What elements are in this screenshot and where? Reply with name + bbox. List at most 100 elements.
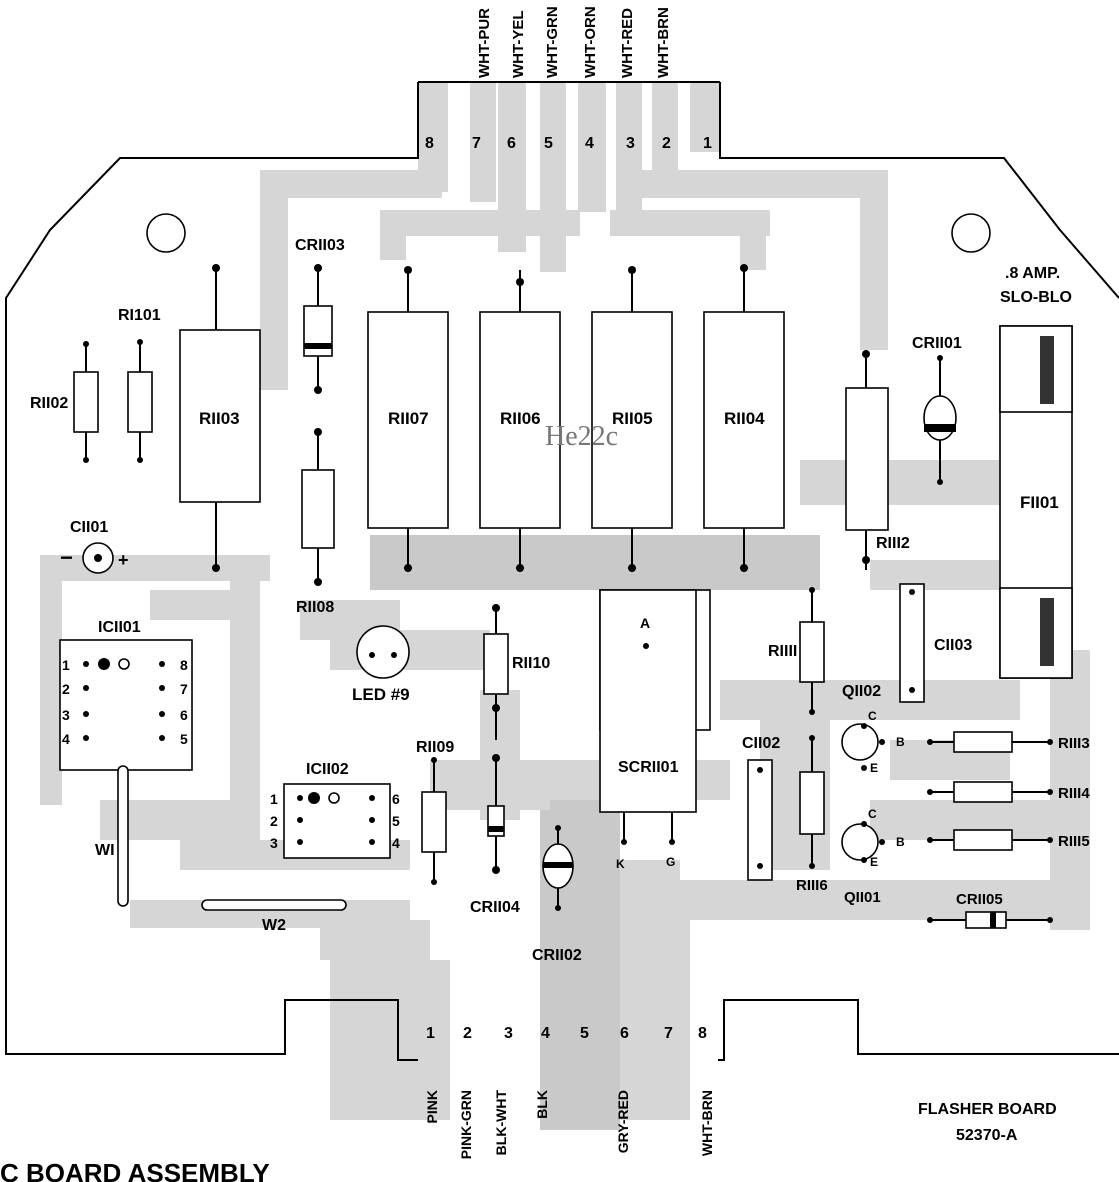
svg-text:7: 7 — [664, 1025, 673, 1042]
q1101-label: QII01 — [844, 889, 881, 906]
svg-text:4: 4 — [62, 731, 70, 747]
svg-text:GRY-RED: GRY-RED — [615, 1090, 631, 1153]
w2-label: W2 — [262, 917, 286, 934]
f1101-label: FII01 — [1020, 493, 1059, 512]
c1102-body — [747, 759, 773, 881]
caption: C BOARD ASSEMBLY — [0, 1158, 270, 1182]
svg-text:6: 6 — [392, 791, 400, 807]
r1105-label: RII05 — [612, 409, 653, 428]
svg-text:E: E — [870, 855, 878, 869]
r1113-label: RIII3 — [1058, 735, 1090, 752]
scr1101-label: SCRII01 — [618, 759, 679, 776]
r1114-label: RIII4 — [1058, 785, 1090, 802]
svg-text:7: 7 — [472, 135, 481, 152]
mounting-hole-left — [146, 213, 186, 253]
r1108-label: RII08 — [296, 599, 334, 616]
svg-text:WHT-BRN: WHT-BRN — [655, 7, 672, 78]
c1103-body — [899, 583, 925, 703]
r1110-label: RII10 — [512, 655, 550, 672]
r1106-label: RII06 — [500, 409, 541, 428]
svg-text:WHT-BRN: WHT-BRN — [699, 1090, 715, 1156]
svg-text:3: 3 — [504, 1025, 513, 1042]
svg-text:−: − — [60, 545, 73, 570]
svg-text:+: + — [118, 550, 129, 570]
cr1101-label: CRII01 — [912, 335, 962, 352]
svg-text:5: 5 — [544, 135, 553, 152]
svg-text:BLK-WHT: BLK-WHT — [493, 1090, 509, 1156]
svg-text:WHT-RED: WHT-RED — [619, 8, 636, 78]
svg-text:6: 6 — [620, 1025, 629, 1042]
top-connector-pins: 8 7 6 5 4 3 2 1 — [425, 135, 712, 152]
svg-text:4: 4 — [541, 1025, 550, 1042]
svg-text:2: 2 — [62, 681, 70, 697]
svg-text:1: 1 — [703, 135, 712, 152]
svg-text:7: 7 — [180, 681, 188, 697]
svg-text:C: C — [868, 807, 877, 821]
r1109-label: RII09 — [416, 739, 454, 756]
r1105-body — [591, 311, 673, 529]
svg-text:3: 3 — [626, 135, 635, 152]
svg-text:5: 5 — [180, 731, 188, 747]
svg-text:8: 8 — [180, 657, 188, 673]
ic1102-label: ICII02 — [306, 761, 349, 778]
svg-text:5: 5 — [392, 813, 400, 829]
cr1105-label: CRII05 — [956, 891, 1003, 908]
r1103-label: RII03 — [199, 409, 240, 428]
ic1101-label: ICII01 — [98, 619, 141, 636]
svg-text:5: 5 — [580, 1025, 589, 1042]
r1107-label: RII07 — [388, 409, 429, 428]
svg-text:1: 1 — [270, 791, 278, 807]
svg-text:6: 6 — [507, 135, 516, 152]
top-wire-colors: WHT-PUR WHT-YEL WHT-GRN WHT-ORN WHT-RED … — [476, 6, 672, 78]
svg-text:6: 6 — [180, 707, 188, 723]
svg-text:K: K — [616, 857, 625, 871]
led-label: LED #9 — [352, 685, 410, 704]
svg-text:2: 2 — [662, 135, 671, 152]
svg-text:PINK: PINK — [424, 1090, 440, 1123]
r1102-label: RII02 — [30, 395, 68, 412]
silk-text: He22c — [545, 421, 618, 452]
led-body — [356, 625, 410, 679]
r1115-label: RIII5 — [1058, 833, 1090, 850]
r1103-body — [179, 329, 261, 503]
c1101-label: CII01 — [70, 519, 108, 536]
svg-text:A: A — [640, 615, 650, 631]
fuse-rating-1: .8 AMP. — [1005, 265, 1060, 282]
q1101-body — [841, 823, 879, 861]
copper-traces — [40, 82, 1090, 1130]
svg-text:WHT-YEL: WHT-YEL — [510, 11, 527, 79]
cr1102-label: CRII02 — [532, 947, 582, 964]
bottom-wire-colors: PINK PINK-GRN BLK-WHT BLK GRY-RED WHT-BR… — [424, 1090, 715, 1160]
r1112-label: RIII2 — [876, 535, 910, 552]
r1104-body — [703, 311, 785, 529]
svg-text:BLK: BLK — [534, 1090, 550, 1119]
svg-text:WHT-PUR: WHT-PUR — [476, 8, 493, 78]
w1-label: WI — [95, 842, 115, 859]
q1102-label: QII02 — [842, 683, 881, 700]
board-number: 52370-A — [956, 1127, 1018, 1144]
svg-text:C: C — [868, 709, 877, 723]
scr1101-body — [599, 589, 697, 813]
q1102-body — [841, 723, 879, 761]
r1101-label: RI101 — [118, 307, 161, 324]
mounting-hole-right — [951, 213, 991, 253]
w2-jumper — [201, 899, 347, 911]
r1106-body — [479, 311, 561, 529]
fuse-rating-2: SLO-BLO — [1000, 289, 1072, 306]
ic1101-pads — [83, 658, 165, 741]
c1103-label: CII03 — [934, 637, 972, 654]
svg-text:8: 8 — [698, 1025, 707, 1042]
cr1104-label: CRII04 — [470, 899, 520, 916]
bottom-connector-pins: 1 2 3 4 5 6 7 8 — [426, 1025, 707, 1042]
svg-text:4: 4 — [392, 835, 400, 851]
svg-text:B: B — [896, 835, 905, 849]
r1104-label: RII04 — [724, 409, 765, 428]
svg-text:3: 3 — [270, 835, 278, 851]
c1102-label: CII02 — [742, 735, 780, 752]
r1116-label: RIII6 — [796, 877, 828, 894]
svg-text:2: 2 — [463, 1025, 472, 1042]
w1-jumper — [117, 765, 129, 907]
r1107-body — [367, 311, 449, 529]
board-outline — [5, 82, 419, 1061]
svg-text:8: 8 — [425, 135, 434, 152]
